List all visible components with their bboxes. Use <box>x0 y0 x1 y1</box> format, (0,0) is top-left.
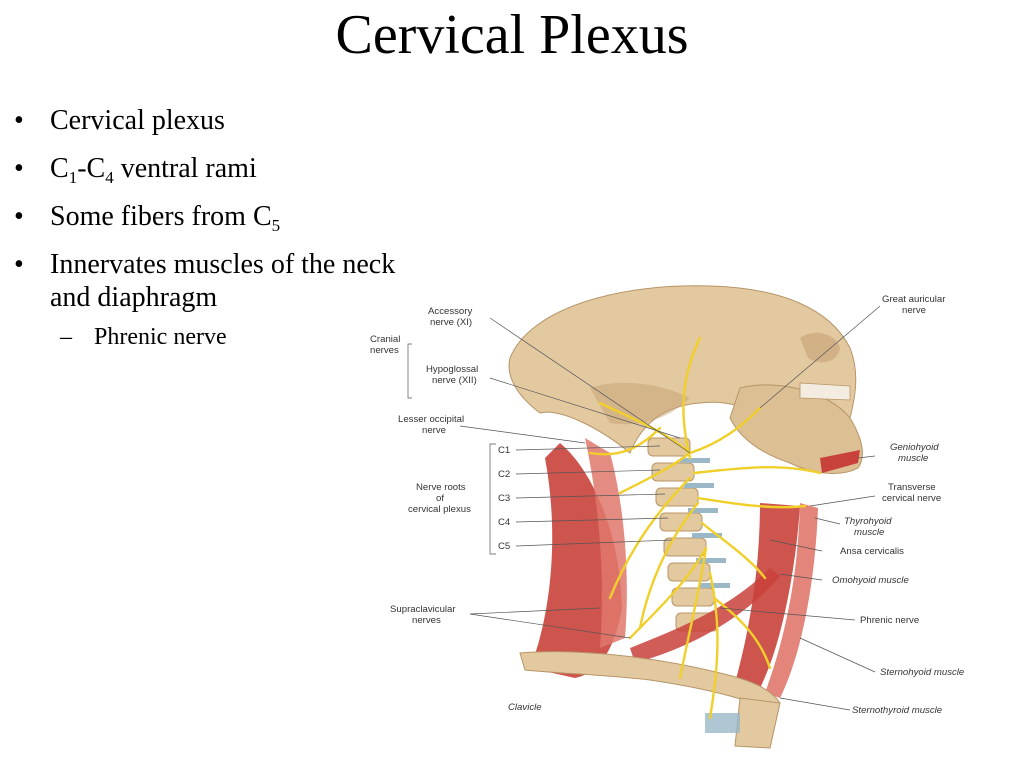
bullet-item: • Innervates muscles of the neck and diap… <box>14 248 414 314</box>
label-leader-lines <box>407 305 881 711</box>
sternocleidomastoid-muscle <box>735 503 800 688</box>
bullet-text: Innervates muscles of the neck and diaph… <box>50 249 396 313</box>
geniohyoid-muscle <box>820 450 860 473</box>
trachea-ring <box>705 713 740 733</box>
bullet-text: Phrenic nerve <box>94 324 227 350</box>
bullet-text: Cervical plexus <box>50 105 225 136</box>
bullet-marker: • <box>14 201 24 232</box>
subscript-text: 4 <box>105 168 114 187</box>
bullet-item: • Some fibers from C5 <box>14 200 414 235</box>
root-c5-label: C5 <box>498 541 510 552</box>
bullet-text: Some fibers from C <box>50 201 272 232</box>
skull-base-shadow <box>590 382 690 425</box>
scm-muscle-left <box>585 438 627 648</box>
ansa-cervicalis-label: Ansa cervicalis <box>840 546 904 557</box>
omohyoid-muscle <box>630 568 780 663</box>
sternohyoid-muscle <box>765 503 818 698</box>
bullet-marker: • <box>14 105 24 136</box>
omohyoid-label: Omohyoid muscle <box>832 575 909 586</box>
root-c4-label: C4 <box>498 517 511 528</box>
sub-bullet-marker: – <box>60 324 72 350</box>
sub-bullet-item: –Phrenic nerve <box>14 323 414 351</box>
subscript-text: 5 <box>271 216 281 235</box>
bullet-marker: • <box>14 153 24 184</box>
sternohyoid-label: Sternohyoid muscle <box>880 667 964 678</box>
orbit-illustration <box>800 332 840 363</box>
bullet-item: • Cervical plexus <box>14 104 414 137</box>
root-c1-label: C1 <box>498 445 510 456</box>
phrenic-nerve-label: Phrenic nerve <box>860 615 919 626</box>
nerve-branches <box>588 336 822 720</box>
bullet-text: C <box>50 153 69 184</box>
bullet-item: • C1-C4 ventral rami <box>14 152 414 187</box>
bullet-text: -C <box>77 153 106 184</box>
teeth-illustration <box>799 382 851 401</box>
subscript-text: 1 <box>68 168 78 187</box>
bullet-list: • Cervical plexus • C1-C4 ventral rami • Some… <box>14 104 414 366</box>
root-c3-label: C3 <box>498 493 510 504</box>
sternothyroid-label: Sternothyroid muscle <box>852 705 942 716</box>
root-c2-label: C2 <box>498 469 510 480</box>
slide-title: Cervical Plexus <box>335 4 689 66</box>
sternum-bone <box>734 697 781 749</box>
bullet-text: ventral rami <box>113 153 257 184</box>
bullet-marker: • <box>14 249 24 280</box>
clavicle-label: Clavicle <box>508 702 542 713</box>
